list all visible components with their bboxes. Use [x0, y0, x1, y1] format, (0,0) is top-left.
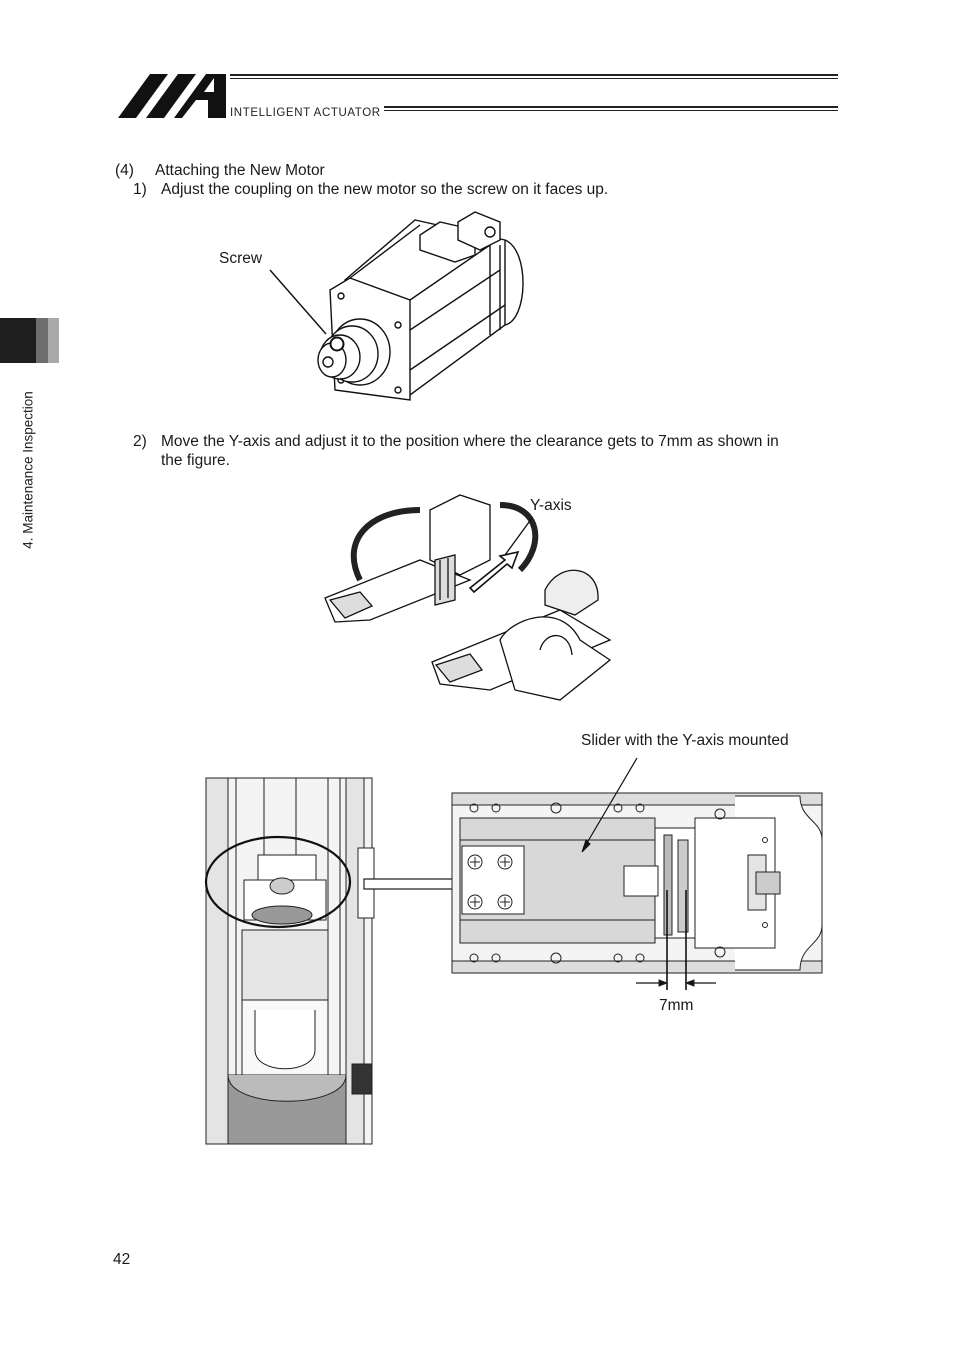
side-tab-marker-light [48, 318, 59, 363]
screw-callout-label: Screw [219, 250, 263, 267]
page-number: 42 [113, 1251, 131, 1268]
step-2-number: 2) [133, 433, 147, 450]
step-1-text: Adjust the coupling on the new motor so … [161, 181, 609, 198]
step-1-number: 1) [133, 181, 147, 198]
company-logo [118, 74, 838, 118]
side-tab-marker [0, 318, 36, 363]
side-tab-marker-mid [36, 318, 48, 363]
motor-drawing [269, 211, 524, 401]
brand-text: INTELLIGENT ACTUATOR [230, 107, 381, 119]
section-number: (4) [115, 162, 134, 179]
clearance-dimension-label: 7mm [659, 997, 694, 1014]
step-2-text-line-2: the figure. [161, 452, 230, 469]
slider-drawing [204, 757, 823, 1145]
step-2-text-line-1: Move the Y-axis and adjust it to the pos… [161, 433, 779, 450]
y-axis-callout-label: Y-axis [530, 497, 572, 514]
robot-drawing [324, 494, 612, 701]
slider-callout-label: Slider with the Y-axis mounted [581, 732, 789, 749]
section-title: Attaching the New Motor [155, 162, 325, 179]
